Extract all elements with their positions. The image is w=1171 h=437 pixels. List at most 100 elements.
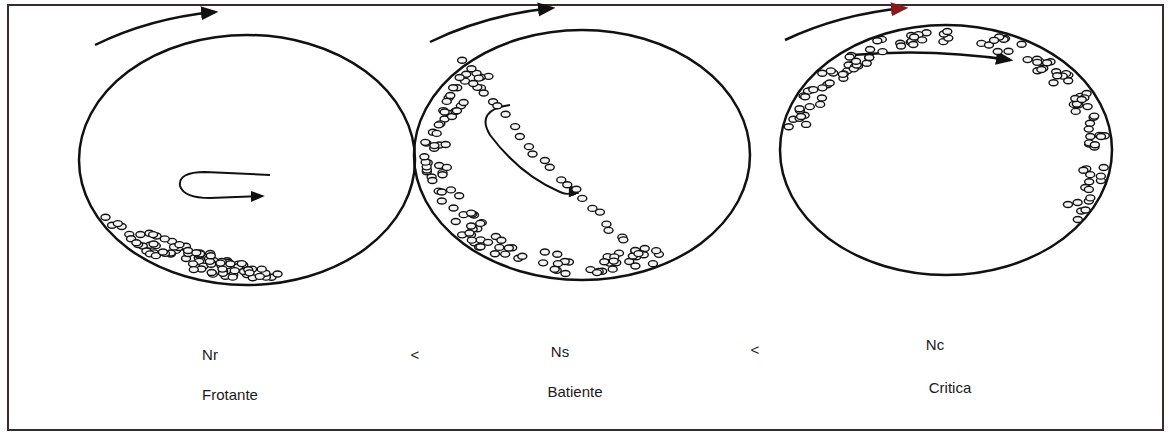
ball [446,93,455,99]
ball [797,114,806,120]
ball [273,271,282,277]
ball [795,106,804,112]
ball [226,261,235,267]
ball [1086,195,1095,201]
rotation-arrow [430,8,552,42]
ball [455,75,464,81]
ball [428,178,437,184]
ball [442,98,451,104]
frame [8,5,1163,430]
speed-symbol: Ns [551,343,569,361]
ball [545,164,554,170]
speed-symbol: Nc [926,336,944,354]
ball [518,253,527,259]
speed-symbol: < [411,346,420,364]
ball [490,251,499,257]
ball [467,210,476,216]
ball [524,144,533,150]
ball [866,46,875,52]
ball [149,241,158,247]
ball [189,267,198,273]
ball [909,41,918,47]
ball [563,182,572,188]
ball [1081,207,1090,213]
ball [595,209,604,215]
ball [553,251,562,257]
mill-shell [414,30,750,280]
ball [458,57,467,63]
ball [158,249,167,255]
ball [578,195,587,201]
ball [539,260,548,266]
ball [1083,104,1092,110]
ball [572,186,581,192]
ball [878,49,887,55]
ball [817,95,826,101]
ball [175,242,184,248]
ball [1099,164,1108,170]
ball [437,198,446,204]
ball [218,266,227,272]
ball [432,130,441,136]
mill-shell [79,35,415,285]
ball [1043,60,1052,66]
ball [136,231,145,237]
ball [1071,108,1080,114]
ball [528,151,537,157]
speed-symbol: < [751,341,760,359]
ball [132,240,141,246]
ball [809,87,818,93]
ball [825,80,834,86]
ball [421,139,430,145]
ball [805,104,814,110]
ball [608,266,617,272]
speed-symbol: Nr [202,346,218,364]
ball [784,124,793,130]
ball [619,237,628,243]
ball [561,270,570,276]
ball [245,270,254,276]
ball [1079,167,1088,173]
ball [228,274,237,280]
ball [838,71,847,77]
ball [897,43,906,49]
ball [206,253,215,259]
grinding-balls [101,28,1109,280]
ball [420,154,429,160]
ball [1073,216,1082,222]
ball [476,220,485,226]
ball [467,223,476,229]
ball [255,273,264,279]
ball [1096,173,1105,179]
ball [1086,133,1095,139]
ball [1077,96,1086,102]
ball [495,244,504,250]
ball [652,248,661,254]
ball [604,227,613,233]
regime-name: Frotante [202,386,258,404]
ball [1086,120,1095,126]
ball [467,237,476,243]
charge-motion-arrow [486,105,572,194]
ball [943,28,952,34]
ball [451,218,460,224]
ball [802,121,811,127]
ball [602,221,611,227]
ball [818,70,827,76]
ball [1049,80,1058,86]
ball [1097,134,1106,140]
ball [469,80,478,86]
ball [1073,200,1082,206]
ball [993,49,1002,55]
ball [1017,41,1026,47]
ball [990,37,999,43]
ball [865,55,874,61]
ball [455,193,464,199]
ball [216,260,225,266]
ball [476,244,485,250]
ball [852,58,861,64]
ball [257,266,266,272]
ball [839,71,848,77]
